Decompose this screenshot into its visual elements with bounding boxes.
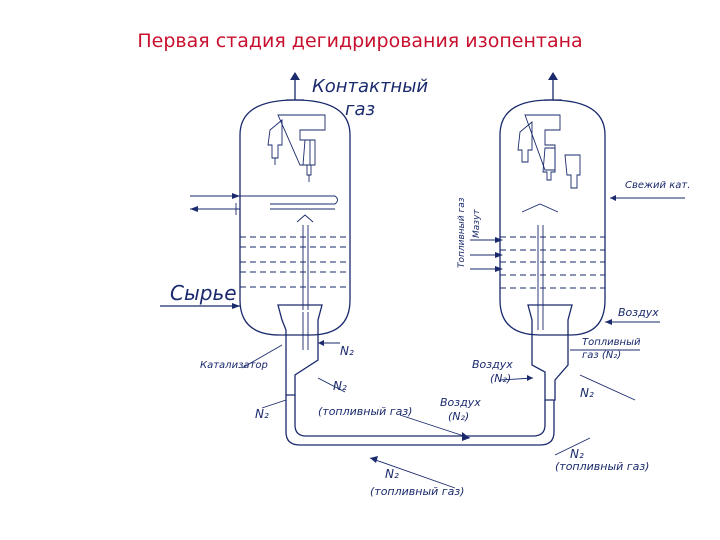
label-fuel-gas-bottom: (топливный газ) bbox=[370, 485, 464, 498]
label-raw: Сырье bbox=[170, 281, 237, 305]
label-n2-left-1: N₂ bbox=[340, 344, 354, 358]
label-air-right: Воздух bbox=[618, 306, 659, 319]
label-vertical-2: Мазут bbox=[472, 209, 482, 238]
label-catalyst: Катализатор bbox=[200, 360, 268, 371]
label-vertical-1: Топливный газ bbox=[457, 197, 467, 268]
label-fuel-gas-left: (топливный газ) bbox=[318, 405, 412, 418]
label-n2-right-1: N₂ bbox=[580, 386, 594, 400]
label-fresh-cat: Свежий кат. bbox=[625, 180, 690, 191]
label-n2-bottom: N₂ bbox=[385, 467, 399, 481]
label-fuel-gas-right-2: газ (N₂) bbox=[582, 350, 621, 361]
label-contact-gas-1: Контактный bbox=[312, 76, 428, 97]
label-fuel-gas-right-low: (топливный газ) bbox=[555, 460, 649, 473]
label-air-mid-sub: (N₂) bbox=[490, 372, 511, 385]
label-air-mid: Воздух bbox=[472, 358, 513, 371]
label-air-low-sub: (N₂) bbox=[448, 410, 469, 423]
label-n2-left-3: N₂ bbox=[255, 407, 269, 421]
reactor-right bbox=[470, 72, 685, 401]
label-fuel-gas-right-1: Топливный bbox=[582, 337, 641, 348]
reactor-left bbox=[160, 72, 351, 396]
label-contact-gas-2: газ bbox=[345, 99, 375, 120]
page-title: Первая стадия дегидрирования изопентана bbox=[137, 30, 583, 52]
label-n2-left-2: N₂ bbox=[333, 379, 347, 393]
transfer-line bbox=[261, 375, 591, 489]
label-air-low: Воздух bbox=[440, 396, 481, 409]
label-n2-right-2: N₂ bbox=[570, 447, 584, 461]
